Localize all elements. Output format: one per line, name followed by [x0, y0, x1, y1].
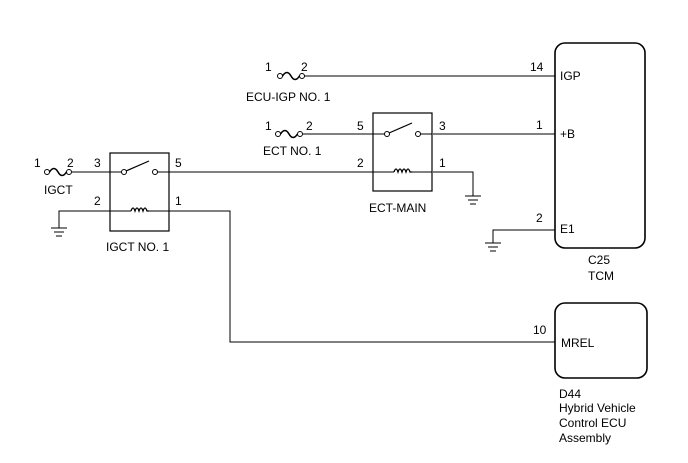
ecu-body: [554, 302, 648, 379]
wire-igct-coil-ground: [58, 210, 116, 228]
fuse-terminal: [297, 131, 303, 137]
hv-control-ecu: 10 MREL D44 Hybrid Vehicle Control ECU A…: [533, 302, 648, 445]
ecu-name: TCM: [588, 269, 614, 283]
fuse-label: IGCT: [44, 183, 73, 197]
relay-body: [372, 112, 433, 192]
terminal-label: MREL: [561, 336, 595, 350]
fuse-terminal: [277, 73, 283, 79]
fuse-ecu-igp: 1 2 ECU-IGP NO. 1: [246, 60, 331, 104]
pin-number: 2: [67, 156, 74, 170]
terminal-label: IGP: [560, 69, 581, 83]
pin-number: 1: [265, 119, 272, 133]
ecu-name-line: Hybrid Vehicle: [559, 401, 636, 415]
switch-arm: [388, 122, 413, 134]
fuse-ect: 1 2 ECT NO. 1: [263, 119, 322, 158]
wire-igct-coil-to-mrel: [163, 210, 555, 343]
ecu-code: C25: [588, 253, 610, 267]
relay-label: ECT-MAIN: [369, 201, 426, 215]
ground-symbol: [465, 195, 481, 205]
fuse-igct: 1 2 IGCT: [34, 156, 74, 197]
ecu-body: [554, 42, 646, 249]
pin-number: 14: [530, 60, 544, 74]
relay-coil: [130, 207, 149, 214]
pin-number: 5: [175, 156, 182, 170]
pin-number: 2: [301, 60, 308, 74]
terminal-label: +B: [560, 127, 575, 141]
fuse-symbol: [48, 167, 68, 177]
relay-coil: [393, 168, 412, 175]
pin-number: 10: [533, 323, 547, 337]
pin-number: 5: [357, 119, 364, 133]
pin-number: 1: [536, 118, 543, 132]
pin-number: 2: [357, 156, 364, 170]
pin-number: 3: [439, 119, 446, 133]
wires: [58, 75, 555, 343]
switch-contact: [384, 131, 390, 137]
fuse-terminal: [66, 169, 72, 175]
pin-number: 1: [439, 156, 446, 170]
switch-contact: [121, 169, 127, 175]
pin-number: 1: [175, 194, 182, 208]
wire-ect-coil-ground: [433, 171, 474, 196]
tcm-ecu: 14 IGP 1 +B 2 E1 C25 TCM: [530, 42, 646, 283]
fuse-terminal: [299, 73, 305, 79]
relay-body: [109, 152, 170, 232]
relay-label: IGCT NO. 1: [106, 240, 169, 254]
fuse-terminal: [44, 169, 50, 175]
relay-ect-main: 5 3 2 1 ECT-MAIN: [357, 112, 446, 215]
fuse-terminal: [275, 131, 281, 137]
switch-contact: [152, 169, 158, 175]
pin-number: 3: [94, 156, 101, 170]
fuse-label: ECT NO. 1: [263, 144, 322, 158]
ecu-code: D44: [559, 387, 581, 401]
ground-symbol: [485, 242, 501, 252]
terminal-label: E1: [560, 222, 575, 236]
pin-number: 2: [306, 119, 313, 133]
fuse-symbol: [281, 71, 301, 81]
ecu-name-line: Assembly: [559, 431, 611, 445]
fuse-symbol: [279, 129, 299, 139]
ecu-name-line: Control ECU: [559, 416, 626, 430]
wire-e1-ground: [492, 229, 555, 243]
pin-number: 2: [94, 194, 101, 208]
relay-igct-no1: 3 5 2 1 IGCT NO. 1: [94, 152, 182, 254]
pin-number: 2: [536, 211, 543, 225]
pin-number: 1: [34, 156, 41, 170]
pin-number: 1: [265, 60, 272, 74]
switch-arm: [125, 160, 150, 172]
fuse-label: ECU-IGP NO. 1: [246, 90, 331, 104]
switch-contact: [415, 131, 421, 137]
ground-symbol: [51, 227, 67, 237]
